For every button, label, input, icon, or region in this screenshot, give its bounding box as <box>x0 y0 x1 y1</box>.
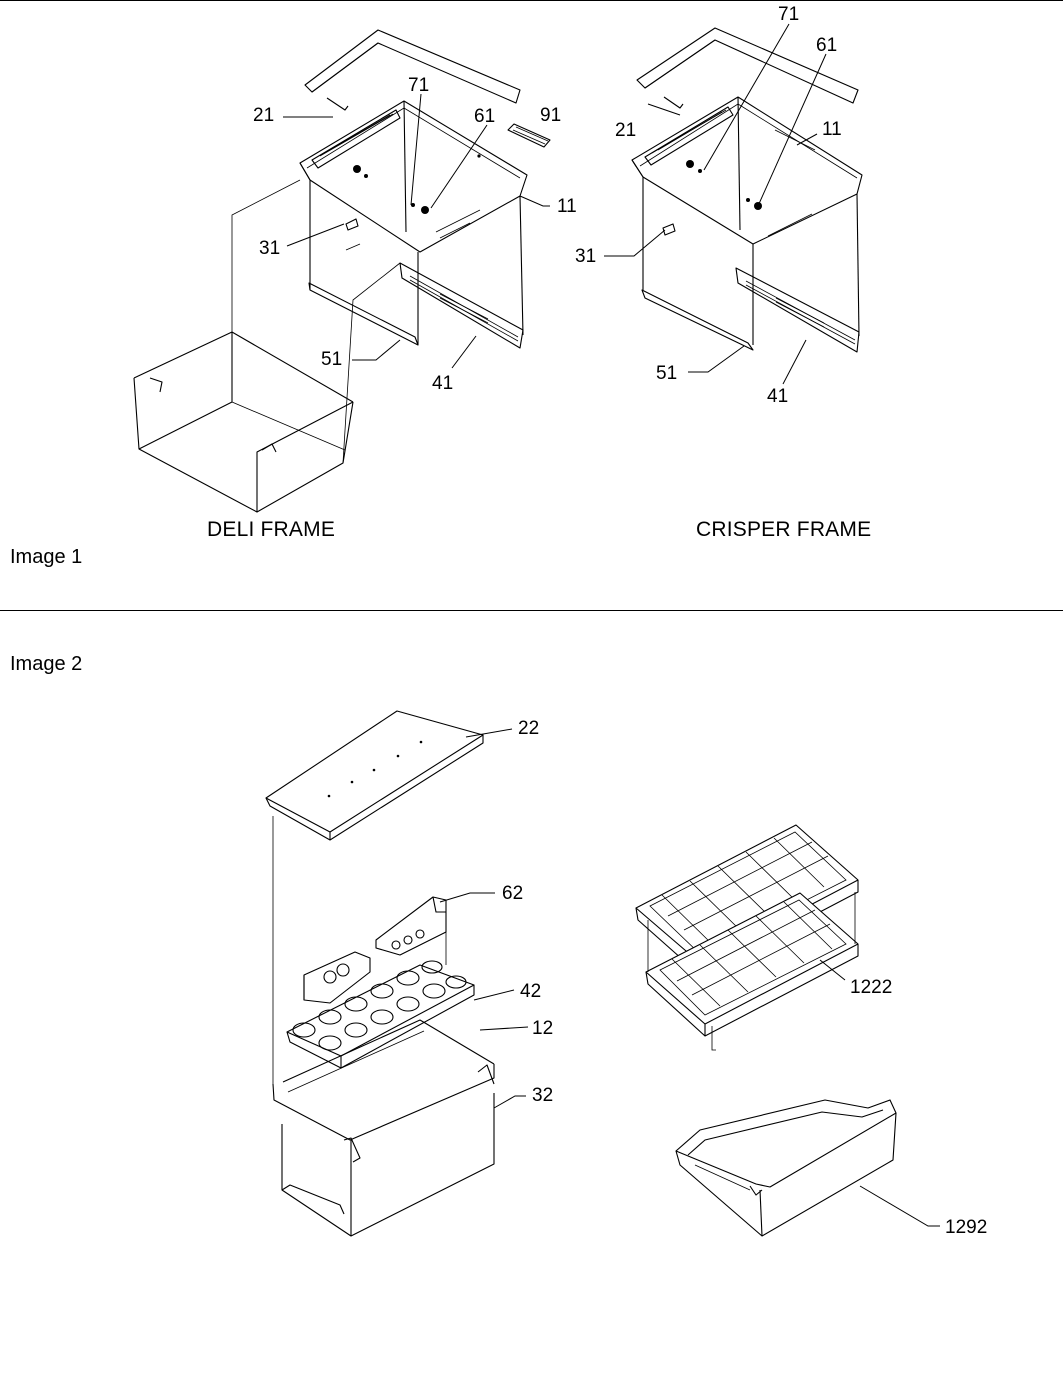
crisper-callout-51: 51 <box>656 363 677 384</box>
crisper-callout-31: 31 <box>575 246 596 267</box>
callout-1222: 1222 <box>850 977 892 998</box>
crisper-frame-assembly: 71 61 21 11 31 51 41 <box>575 4 863 407</box>
deli-cover-part <box>304 29 521 111</box>
crisper-frame-title: CRISPER FRAME <box>696 518 872 541</box>
deli-frame-body <box>308 100 524 349</box>
image1-caption: Image 1 <box>10 546 83 568</box>
crisper-callout-11: 11 <box>822 119 842 140</box>
deli-leader-lines <box>283 93 550 369</box>
callout-42: 42 <box>520 981 541 1002</box>
deli-callout-11: 11 <box>557 196 577 217</box>
callout-1292: 1292 <box>945 1217 987 1238</box>
bin-divider-part-lower <box>303 951 371 1004</box>
deli-frame-title: DELI FRAME <box>207 518 336 541</box>
crisper-callout-41: 41 <box>767 386 788 407</box>
callout-32: 32 <box>532 1085 553 1106</box>
ice-tray-assembly <box>635 824 859 1051</box>
deli-callout-61: 61 <box>474 106 495 127</box>
crisper-frame-body <box>641 96 860 353</box>
callout-12: 12 <box>532 1018 553 1039</box>
crisper-callout-21: 21 <box>615 120 636 141</box>
deli-callout-71: 71 <box>408 75 429 96</box>
image2-caption: Image 2 <box>10 653 83 675</box>
deli-callout-41: 41 <box>432 373 453 394</box>
crisper-cover-part <box>636 27 859 109</box>
callout-62: 62 <box>502 883 523 904</box>
ice-bucket-part <box>675 1099 897 1237</box>
section-divider <box>0 610 1063 611</box>
ice-tray-lower <box>645 892 859 1051</box>
top-rule <box>0 0 1063 1</box>
deli-callout-51: 51 <box>321 349 342 370</box>
bin-shelf-part <box>272 1019 495 1141</box>
deli-drawer-part <box>133 179 401 513</box>
deli-callout-31: 31 <box>259 238 280 259</box>
deli-callout-91: 91 <box>540 105 561 126</box>
bin-body-part <box>281 1064 495 1237</box>
crisper-callout-61: 61 <box>816 35 837 56</box>
bin-lid-part <box>265 710 484 841</box>
door-bin-assembly <box>265 710 495 1237</box>
image2-leader-lines <box>439 728 940 1227</box>
bin-divider-part <box>375 896 447 956</box>
callout-22: 22 <box>518 718 539 739</box>
deli-frame-assembly: 21 71 61 91 11 31 51 41 <box>133 29 577 513</box>
deli-vent-part <box>507 123 551 148</box>
crisper-callout-71: 71 <box>778 4 799 25</box>
deli-callout-21: 21 <box>253 105 274 126</box>
crisper-leader-lines <box>604 23 827 385</box>
